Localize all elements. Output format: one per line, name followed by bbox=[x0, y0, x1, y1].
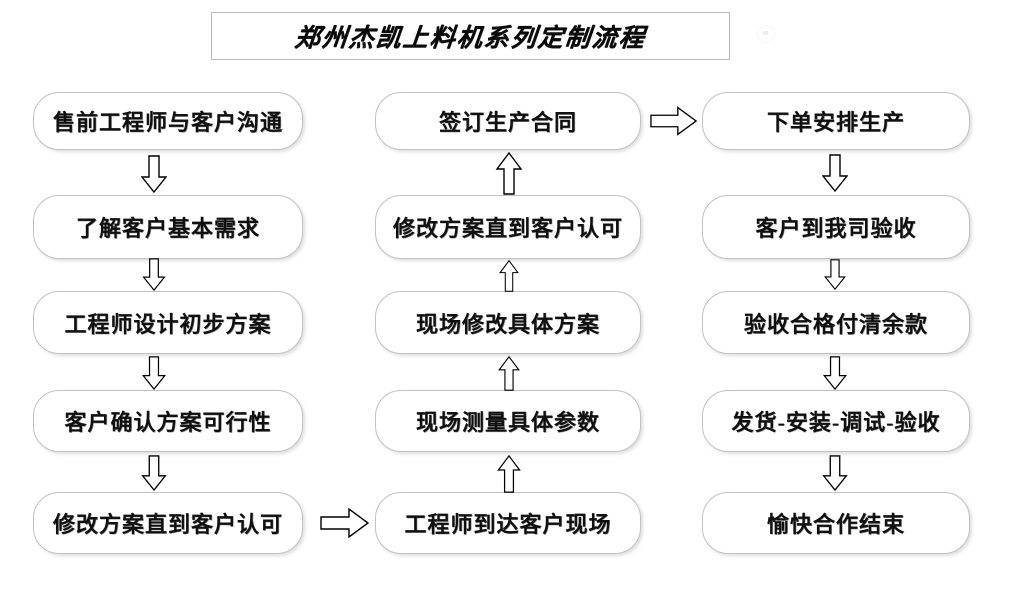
node-middle-2[interactable]: 修改方案直到客户认可 bbox=[375, 195, 641, 259]
arrow-up-icon bbox=[495, 356, 523, 391]
watermark-icon bbox=[757, 25, 775, 43]
node-label: 修改方案直到客户认可 bbox=[392, 216, 623, 241]
node-right-3[interactable]: 验收合格付清余款 bbox=[702, 291, 970, 354]
node-left-4[interactable]: 客户确认方案可行性 bbox=[33, 390, 303, 452]
arrow-right-icon bbox=[650, 105, 698, 137]
chart-title-box: 郑州杰凯上料机系列定制流程 bbox=[211, 12, 730, 60]
node-left-1[interactable]: 售前工程师与客户沟通 bbox=[33, 92, 303, 150]
node-label: 工程师设计初步方案 bbox=[64, 311, 272, 337]
node-right-5[interactable]: 愉快合作结束 bbox=[702, 492, 970, 554]
arrow-down-icon bbox=[141, 155, 167, 193]
node-left-2[interactable]: 了解客户基本需求 bbox=[33, 195, 303, 259]
node-label: 售前工程师与客户沟通 bbox=[52, 110, 283, 135]
node-label: 工程师到达客户现场 bbox=[404, 512, 612, 537]
node-label: 愉快合作结束 bbox=[766, 512, 905, 537]
arrow-up-icon bbox=[495, 152, 523, 195]
node-right-1[interactable]: 下单安排生产 bbox=[702, 92, 970, 150]
arrow-down-icon bbox=[822, 356, 848, 390]
arrow-up-icon bbox=[495, 260, 523, 292]
chart-title: 郑州杰凯上料机系列定制流程 bbox=[293, 25, 648, 52]
node-left-5[interactable]: 修改方案直到客户认可 bbox=[33, 492, 303, 554]
node-label: 了解客户基本需求 bbox=[75, 216, 260, 241]
node-label: 修改方案直到客户认可 bbox=[52, 512, 283, 537]
node-label: 签订生产合同 bbox=[438, 110, 577, 135]
arrow-down-icon bbox=[141, 455, 167, 491]
node-label: 客户到我司验收 bbox=[755, 216, 917, 241]
arrow-right-icon bbox=[320, 507, 370, 539]
node-label: 现场修改具体方案 bbox=[415, 311, 600, 337]
arrow-down-icon bbox=[141, 356, 167, 390]
arrow-down-icon bbox=[141, 258, 167, 291]
node-label: 客户确认方案可行性 bbox=[64, 410, 272, 435]
node-left-3[interactable]: 工程师设计初步方案 bbox=[33, 291, 303, 354]
node-middle-4[interactable]: 现场测量具体参数 bbox=[375, 390, 641, 452]
arrow-down-icon bbox=[822, 259, 848, 290]
node-right-4[interactable]: 发货-安装-调试-验收 bbox=[702, 390, 970, 452]
node-label: 发货-安装-调试-验收 bbox=[731, 410, 941, 435]
arrow-down-icon bbox=[822, 153, 848, 193]
node-right-2[interactable]: 客户到我司验收 bbox=[702, 195, 970, 259]
node-middle-5[interactable]: 工程师到达客户现场 bbox=[375, 492, 641, 554]
node-middle-1[interactable]: 签订生产合同 bbox=[375, 92, 641, 150]
node-middle-3[interactable]: 现场修改具体方案 bbox=[375, 291, 641, 354]
arrow-up-icon bbox=[495, 455, 523, 493]
node-label: 下单安排生产 bbox=[766, 110, 905, 135]
node-label: 验收合格付清余款 bbox=[743, 311, 928, 337]
arrow-down-icon bbox=[822, 455, 848, 491]
node-label: 现场测量具体参数 bbox=[415, 410, 600, 435]
